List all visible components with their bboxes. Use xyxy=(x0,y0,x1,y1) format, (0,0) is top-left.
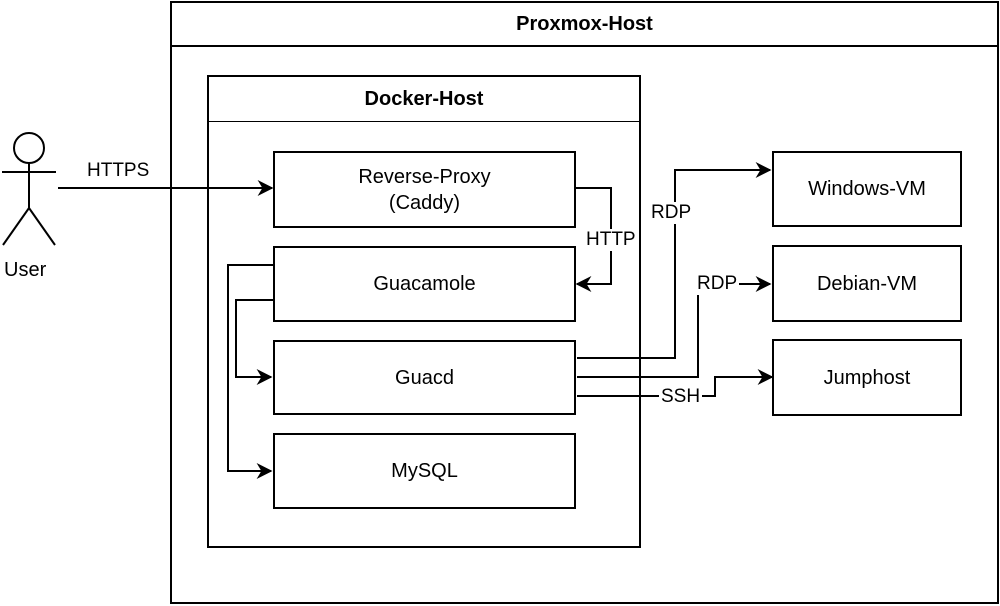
edge-guacamole-to-guacd xyxy=(235,299,273,385)
mysql-node: MySQL xyxy=(273,433,576,509)
user-actor-icon xyxy=(2,132,56,246)
user-label: User xyxy=(4,259,47,281)
guacd-node: Guacd xyxy=(273,340,576,415)
debian-vm-label: Debian-VM xyxy=(816,272,918,295)
edge-guacd-to-jumphost xyxy=(577,369,774,397)
reverse-proxy-subtitle: (Caddy) xyxy=(388,191,461,214)
edge-guacd-to-debian xyxy=(577,276,772,378)
https-edge-label: HTTPS xyxy=(87,160,150,181)
guacd-label: Guacd xyxy=(395,366,454,389)
guacamole-node: Guacamole xyxy=(273,246,576,322)
guacamole-label: Guacamole xyxy=(373,273,476,295)
reverse-proxy-node: Reverse-Proxy (Caddy) xyxy=(273,151,576,228)
jumphost-label: Jumphost xyxy=(823,366,911,389)
proxmox-host-title: Proxmox-Host xyxy=(172,3,997,47)
http-edge-label: HTTP xyxy=(584,229,638,251)
debian-vm-node: Debian-VM xyxy=(772,245,962,322)
windows-vm-label: Windows-VM xyxy=(808,178,926,200)
rdp-debian-edge-label: RDP xyxy=(695,273,740,295)
docker-host-title: Docker-Host xyxy=(209,77,639,122)
rdp-windows-edge-label: RDP xyxy=(649,202,694,224)
reverse-proxy-title: Reverse-Proxy xyxy=(358,165,491,188)
edge-guacamole-to-mysql xyxy=(227,264,273,479)
ssh-edge-label: SSH xyxy=(659,386,703,408)
mysql-label: MySQL xyxy=(391,460,458,482)
windows-vm-node: Windows-VM xyxy=(772,151,962,227)
edge-guacd-to-windows xyxy=(577,162,772,359)
jumphost-node: Jumphost xyxy=(772,339,962,416)
